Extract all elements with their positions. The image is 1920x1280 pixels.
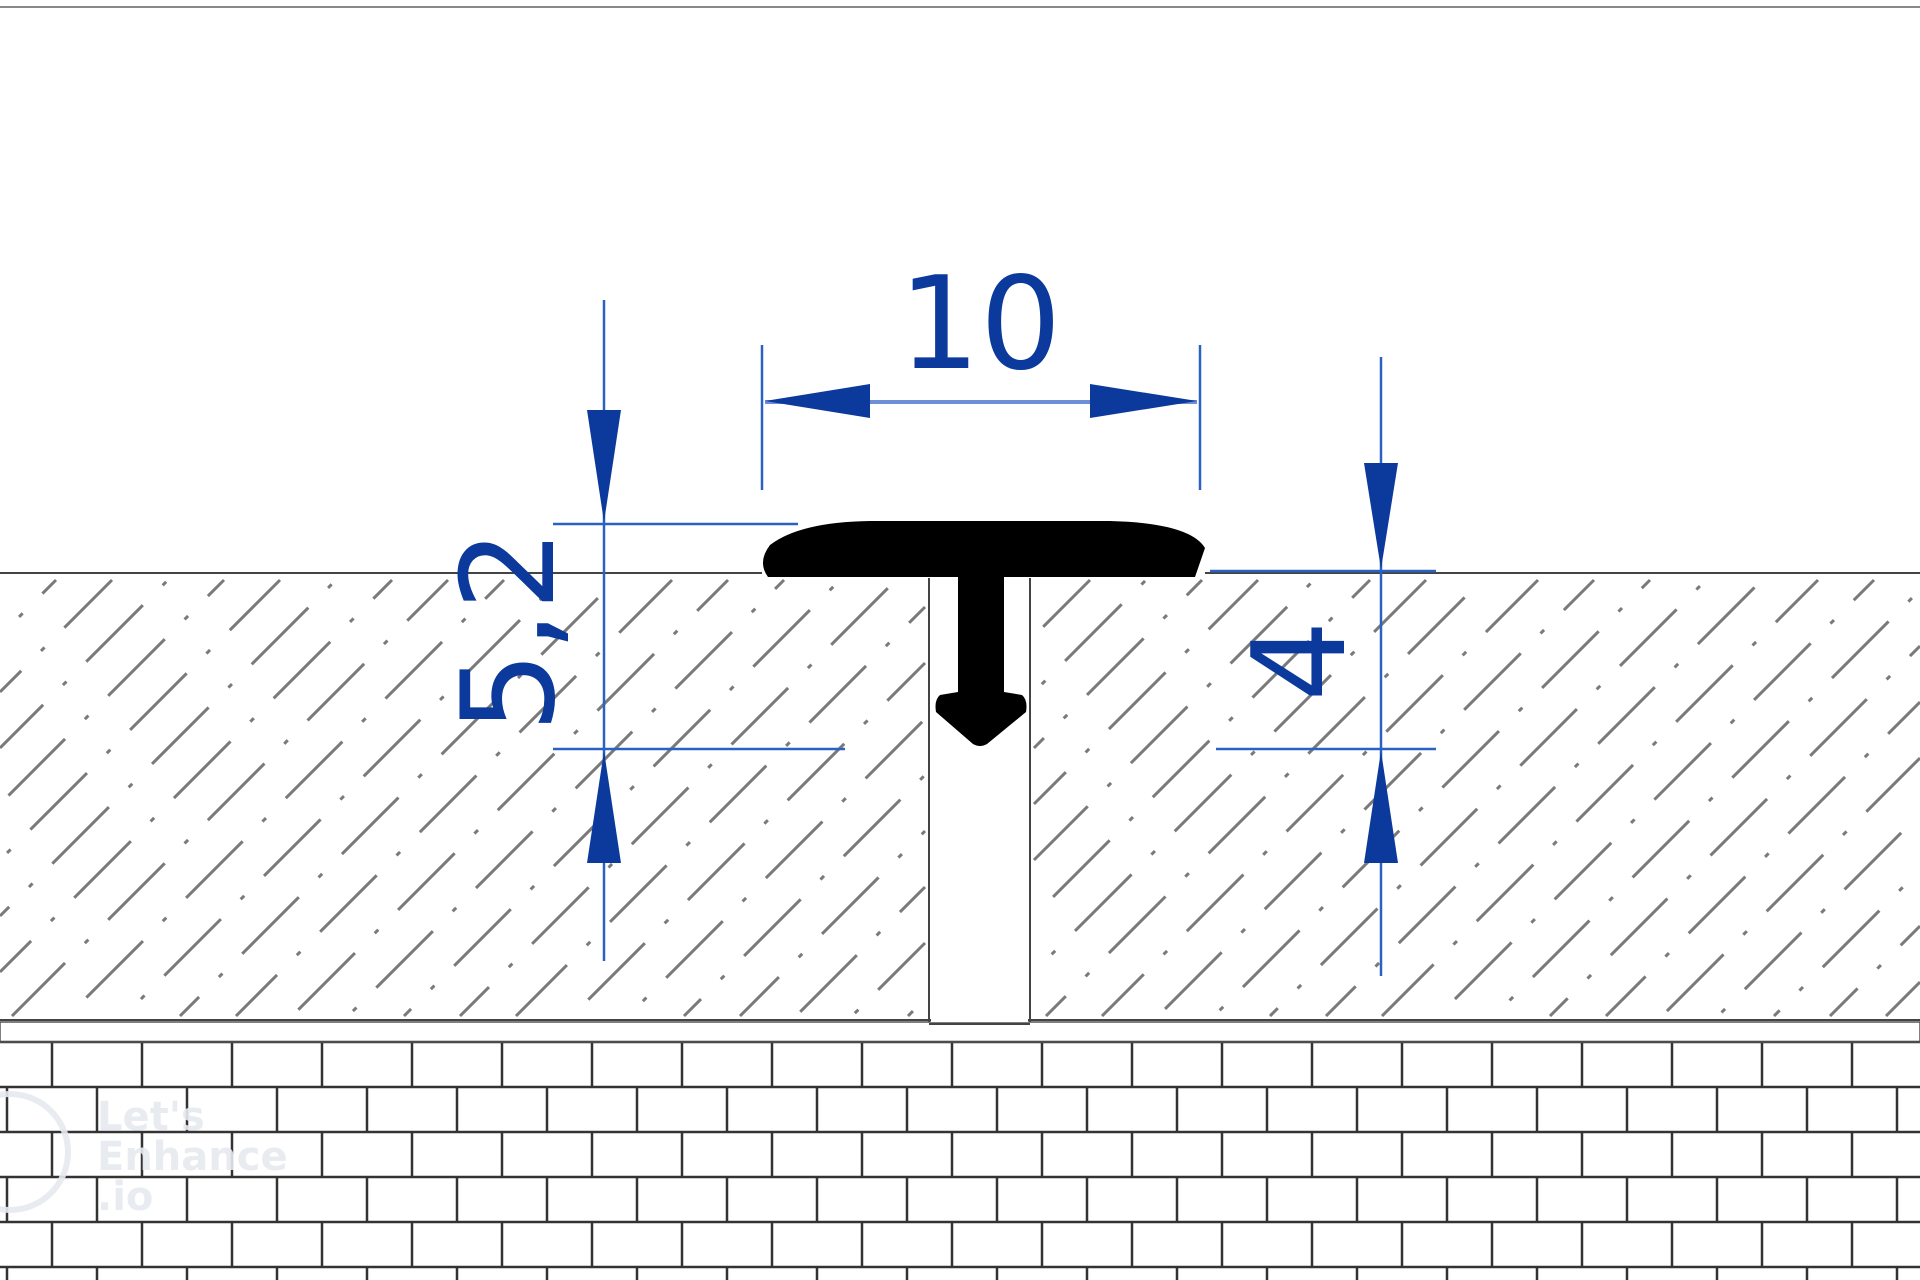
hatch-line: [1884, 980, 1920, 1018]
hatch-line: [1032, 578, 1372, 918]
hatch-line: [1268, 578, 1708, 1018]
svg-text:Let's: Let's: [97, 1094, 205, 1140]
hatch-line: [66, 578, 506, 1018]
hatch-line: [738, 829, 927, 1018]
hatch-line: [1100, 578, 1540, 1018]
hatch-line: [1380, 578, 1820, 1018]
hatch-line: [1548, 644, 1920, 1018]
hatch-line: [1660, 756, 1920, 1018]
svg-text:Enhance: Enhance: [97, 1134, 288, 1180]
hatch-line: [346, 578, 786, 1018]
hatch-line: [1032, 578, 1148, 694]
hatch-line: [0, 578, 394, 974]
hatch-line: [906, 997, 927, 1018]
hatch-line: [290, 578, 730, 1018]
dimension-width-label: 10: [899, 250, 1062, 399]
hatch-line: [0, 578, 114, 694]
hatch-line: [1324, 578, 1764, 1018]
hatch-line: [1032, 578, 1260, 806]
hatch-line: [570, 661, 927, 1018]
hatch-line: [0, 578, 338, 918]
hatch-line: [1032, 578, 1316, 862]
hatch-line: [1604, 700, 1920, 1018]
dimension-total-height-label: 5,2: [435, 529, 584, 733]
hatch-line: [10, 578, 450, 1018]
hatch-line: [794, 885, 927, 1018]
hatch-line: [682, 773, 927, 1018]
hatch-line: [1436, 578, 1876, 1018]
hatch-line: [0, 578, 58, 638]
dimension-inset-height: 4: [1210, 357, 1436, 976]
hatch-line: [0, 578, 226, 806]
hatch-line: [122, 578, 562, 1018]
brick-subfloor: [0, 1021, 1920, 1280]
hatch-line: [1032, 578, 1428, 974]
hatch-line: [458, 578, 898, 1018]
dimension-inset-height-label: 4: [1226, 620, 1375, 701]
hatch-line: [178, 578, 618, 1018]
hatch-line: [1032, 578, 1092, 638]
hatch-line: [1828, 924, 1920, 1018]
hatch-line: [0, 578, 282, 862]
hatch-line: [234, 578, 674, 1018]
hatch-line: [626, 717, 927, 1018]
hatch-line: [1032, 578, 1204, 750]
hatch-line: [1716, 812, 1920, 1018]
t-profile: [762, 521, 1205, 746]
svg-text:.io: .io: [97, 1174, 153, 1220]
dimension-total-height: 5,2: [435, 300, 845, 961]
dimension-width: 10: [760, 250, 1202, 490]
hatch-line: [1044, 578, 1484, 1018]
hatch-line: [402, 578, 842, 1018]
hatch-line: [1492, 588, 1920, 1018]
hatch-line: [1772, 868, 1920, 1018]
hatch-line: [1212, 578, 1652, 1018]
hatch-line: [0, 578, 170, 750]
watermark: Let's Enhance .io: [0, 1091, 288, 1220]
hatch-line: [514, 605, 927, 1018]
hatch-line: [850, 941, 927, 1018]
